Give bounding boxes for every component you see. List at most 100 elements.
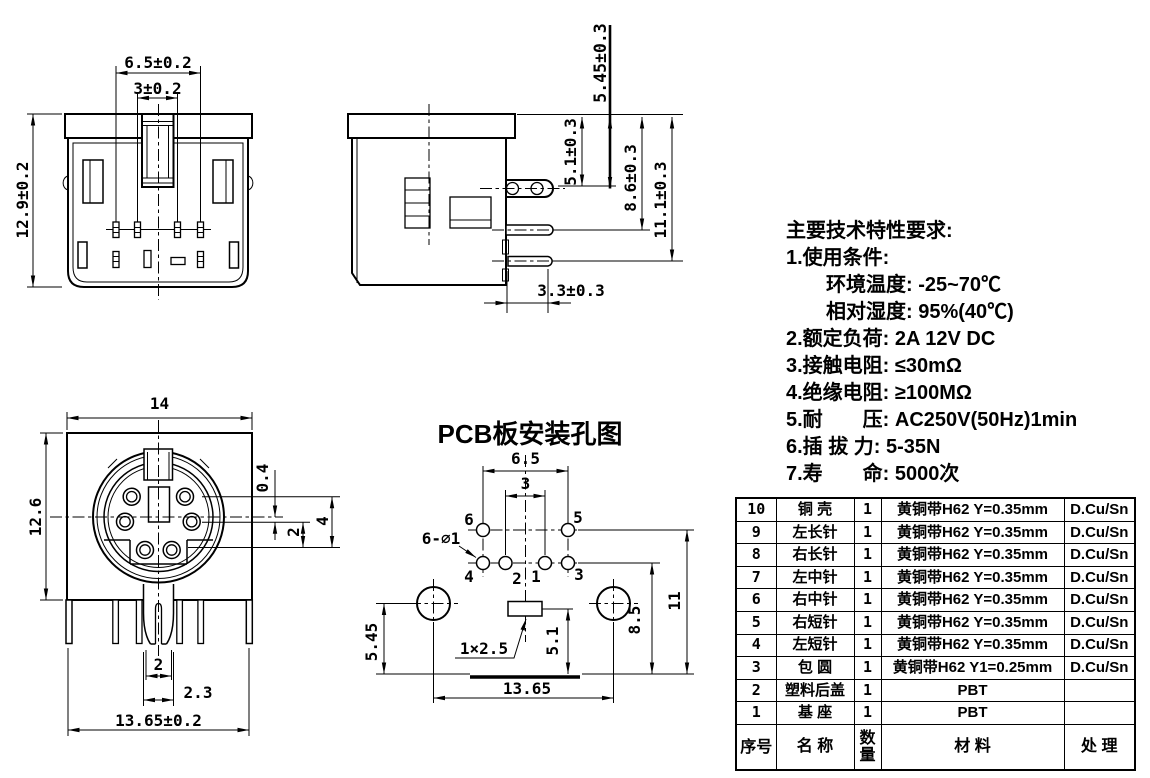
bom-cell: 1: [853, 656, 882, 680]
bom-cell: 1: [853, 543, 882, 567]
bom-cell: 1: [853, 588, 882, 612]
bom-cell: 包 圆: [775, 656, 855, 680]
pcb-pin-label-6: 6: [464, 510, 474, 529]
pcb-pin-label-5: 5: [573, 508, 583, 527]
bom-cell: D.Cu/Sn: [1063, 497, 1136, 522]
dim-pcb-top-span: 6.5: [511, 449, 540, 468]
bom-header-cell: 材 料: [880, 723, 1065, 771]
bom-cell: 黄铜带H62 Y1=0.25mm: [880, 656, 1065, 680]
dim-pcb-inner-span: 3: [521, 474, 531, 493]
dim-front-tab-span: 2.3: [184, 683, 213, 702]
spec-line: 2.额定负荷: 2A 12V DC: [786, 328, 996, 350]
rear-view-drawing: 6.5±0.2 3±0.2 12.9±0.2: [13, 53, 254, 300]
dim-front-leg-span: 13.65±0.2: [115, 711, 202, 730]
bom-cell: D.Cu/Sn: [1063, 633, 1136, 658]
pcb-hole-diagram: PCB板安装孔图 6: [362, 419, 694, 703]
bom-cell: D.Cu/Sn: [1063, 610, 1136, 635]
dim-side-pin1: 5.1±0.3: [561, 118, 580, 185]
spec-line: 5.耐 压: AC250V(50Hz)1min: [786, 409, 1078, 431]
bom-cell: 1: [853, 520, 882, 545]
bom-cell: 右长针: [775, 543, 855, 567]
bom-cell: [1063, 678, 1136, 703]
side-view-drawing: 5.1±0.3 5.45±0.3 8.6±0.3 11.1±0.3 3.3±0.…: [347, 23, 683, 313]
dim-side-pin1-bold: 5.45±0.3: [591, 23, 610, 102]
bom-cell: 基 座: [775, 701, 855, 725]
bom-header-cell: 名 称: [775, 723, 855, 771]
bom-cell: 5: [735, 610, 777, 635]
bom-cell: 1: [853, 610, 882, 635]
dim-front-height: 12.6: [26, 498, 45, 537]
bom-cell: 8: [735, 543, 777, 567]
bom-cell: D.Cu/Sn: [1063, 520, 1136, 545]
bom-cell: D.Cu/Sn: [1063, 543, 1136, 567]
bom-cell: PBT: [880, 678, 1065, 703]
dim-pcb-left-height: 5.45: [362, 623, 381, 662]
bom-cell: 左中针: [775, 565, 855, 590]
bom-cell: 1: [853, 565, 882, 590]
dim-front-width: 14: [150, 394, 169, 413]
technical-requirements-title: 主要技术特性要求:: [786, 220, 953, 242]
bom-cell: [1063, 701, 1136, 725]
pcb-pin-label-1: 1: [531, 567, 541, 586]
bom-cell: 2: [735, 678, 777, 703]
bom-cell: 1: [853, 497, 882, 522]
spec-line: 4.绝缘电阻: ≥100MΩ: [786, 382, 972, 404]
dim-front-rows-span: 4: [313, 516, 332, 526]
bom-cell: 铜 壳: [775, 497, 855, 522]
pcb-diagram-title: PCB板安装孔图: [438, 419, 623, 449]
bom-cell: 黄铜带H62 Y=0.35mm: [880, 633, 1065, 658]
bom-cell: D.Cu/Sn: [1063, 588, 1136, 612]
bom-cell: 黄铜带H62 Y=0.35mm: [880, 610, 1065, 635]
dim-pcb-bottom-span: 13.65: [503, 679, 551, 698]
dim-rear-width-inner: 3±0.2: [133, 79, 181, 98]
pcb-slot-callout: 1×2.5: [460, 639, 508, 658]
spec-line: 7.寿 命: 5000次: [786, 463, 960, 485]
spec-line: 6.插 拔 力: 5-35N: [786, 436, 941, 458]
bom-cell: 右中针: [775, 588, 855, 612]
bom-cell: 塑料后盖: [775, 678, 855, 703]
dim-front-row-gap: 2: [284, 527, 303, 537]
bom-cell: 4: [735, 633, 777, 658]
bom-cell: 左短针: [775, 633, 855, 658]
bom-cell: 黄铜带H62 Y=0.35mm: [880, 497, 1065, 522]
dim-side-pin-length: 3.3±0.3: [537, 281, 604, 300]
pcb-pin-label-3: 3: [574, 565, 584, 584]
bom-cell: 9: [735, 520, 777, 545]
bom-header-cell: 数量: [853, 723, 882, 771]
bom-cell: 10: [735, 497, 777, 522]
bom-cell: PBT: [880, 701, 1065, 725]
bom-cell: 7: [735, 565, 777, 590]
bom-header-cell: 序号: [735, 723, 777, 771]
dim-pcb-slot-height: 5.1: [543, 627, 562, 656]
bom-cell: 1: [853, 678, 882, 703]
dim-side-pin3: 11.1±0.3: [651, 161, 670, 238]
dim-pcb-top-height: 11: [665, 591, 684, 610]
dim-pcb-mid-height: 8.5: [625, 606, 644, 635]
bom-cell: D.Cu/Sn: [1063, 656, 1136, 680]
bom-cell: D.Cu/Sn: [1063, 565, 1136, 590]
front-view-drawing: 14 12.6 0.4 2 4 2 2.3 13.65±0.2: [26, 394, 340, 736]
dim-rear-width-outer: 6.5±0.2: [124, 53, 191, 72]
bom-cell: 1: [853, 701, 882, 725]
spec-line: 1.使用条件:: [786, 247, 890, 269]
bom-cell: 右短针: [775, 610, 855, 635]
pcb-pin-label-2: 2: [512, 569, 522, 588]
bom-cell: 6: [735, 588, 777, 612]
bom-cell: 黄铜带H62 Y=0.35mm: [880, 588, 1065, 612]
spec-line: 环境温度: -25~70℃: [826, 274, 1002, 296]
bom-cell: 黄铜带H62 Y=0.35mm: [880, 543, 1065, 567]
bom-cell: 3: [735, 656, 777, 680]
dim-front-hole-offset: 0.4: [253, 464, 272, 493]
